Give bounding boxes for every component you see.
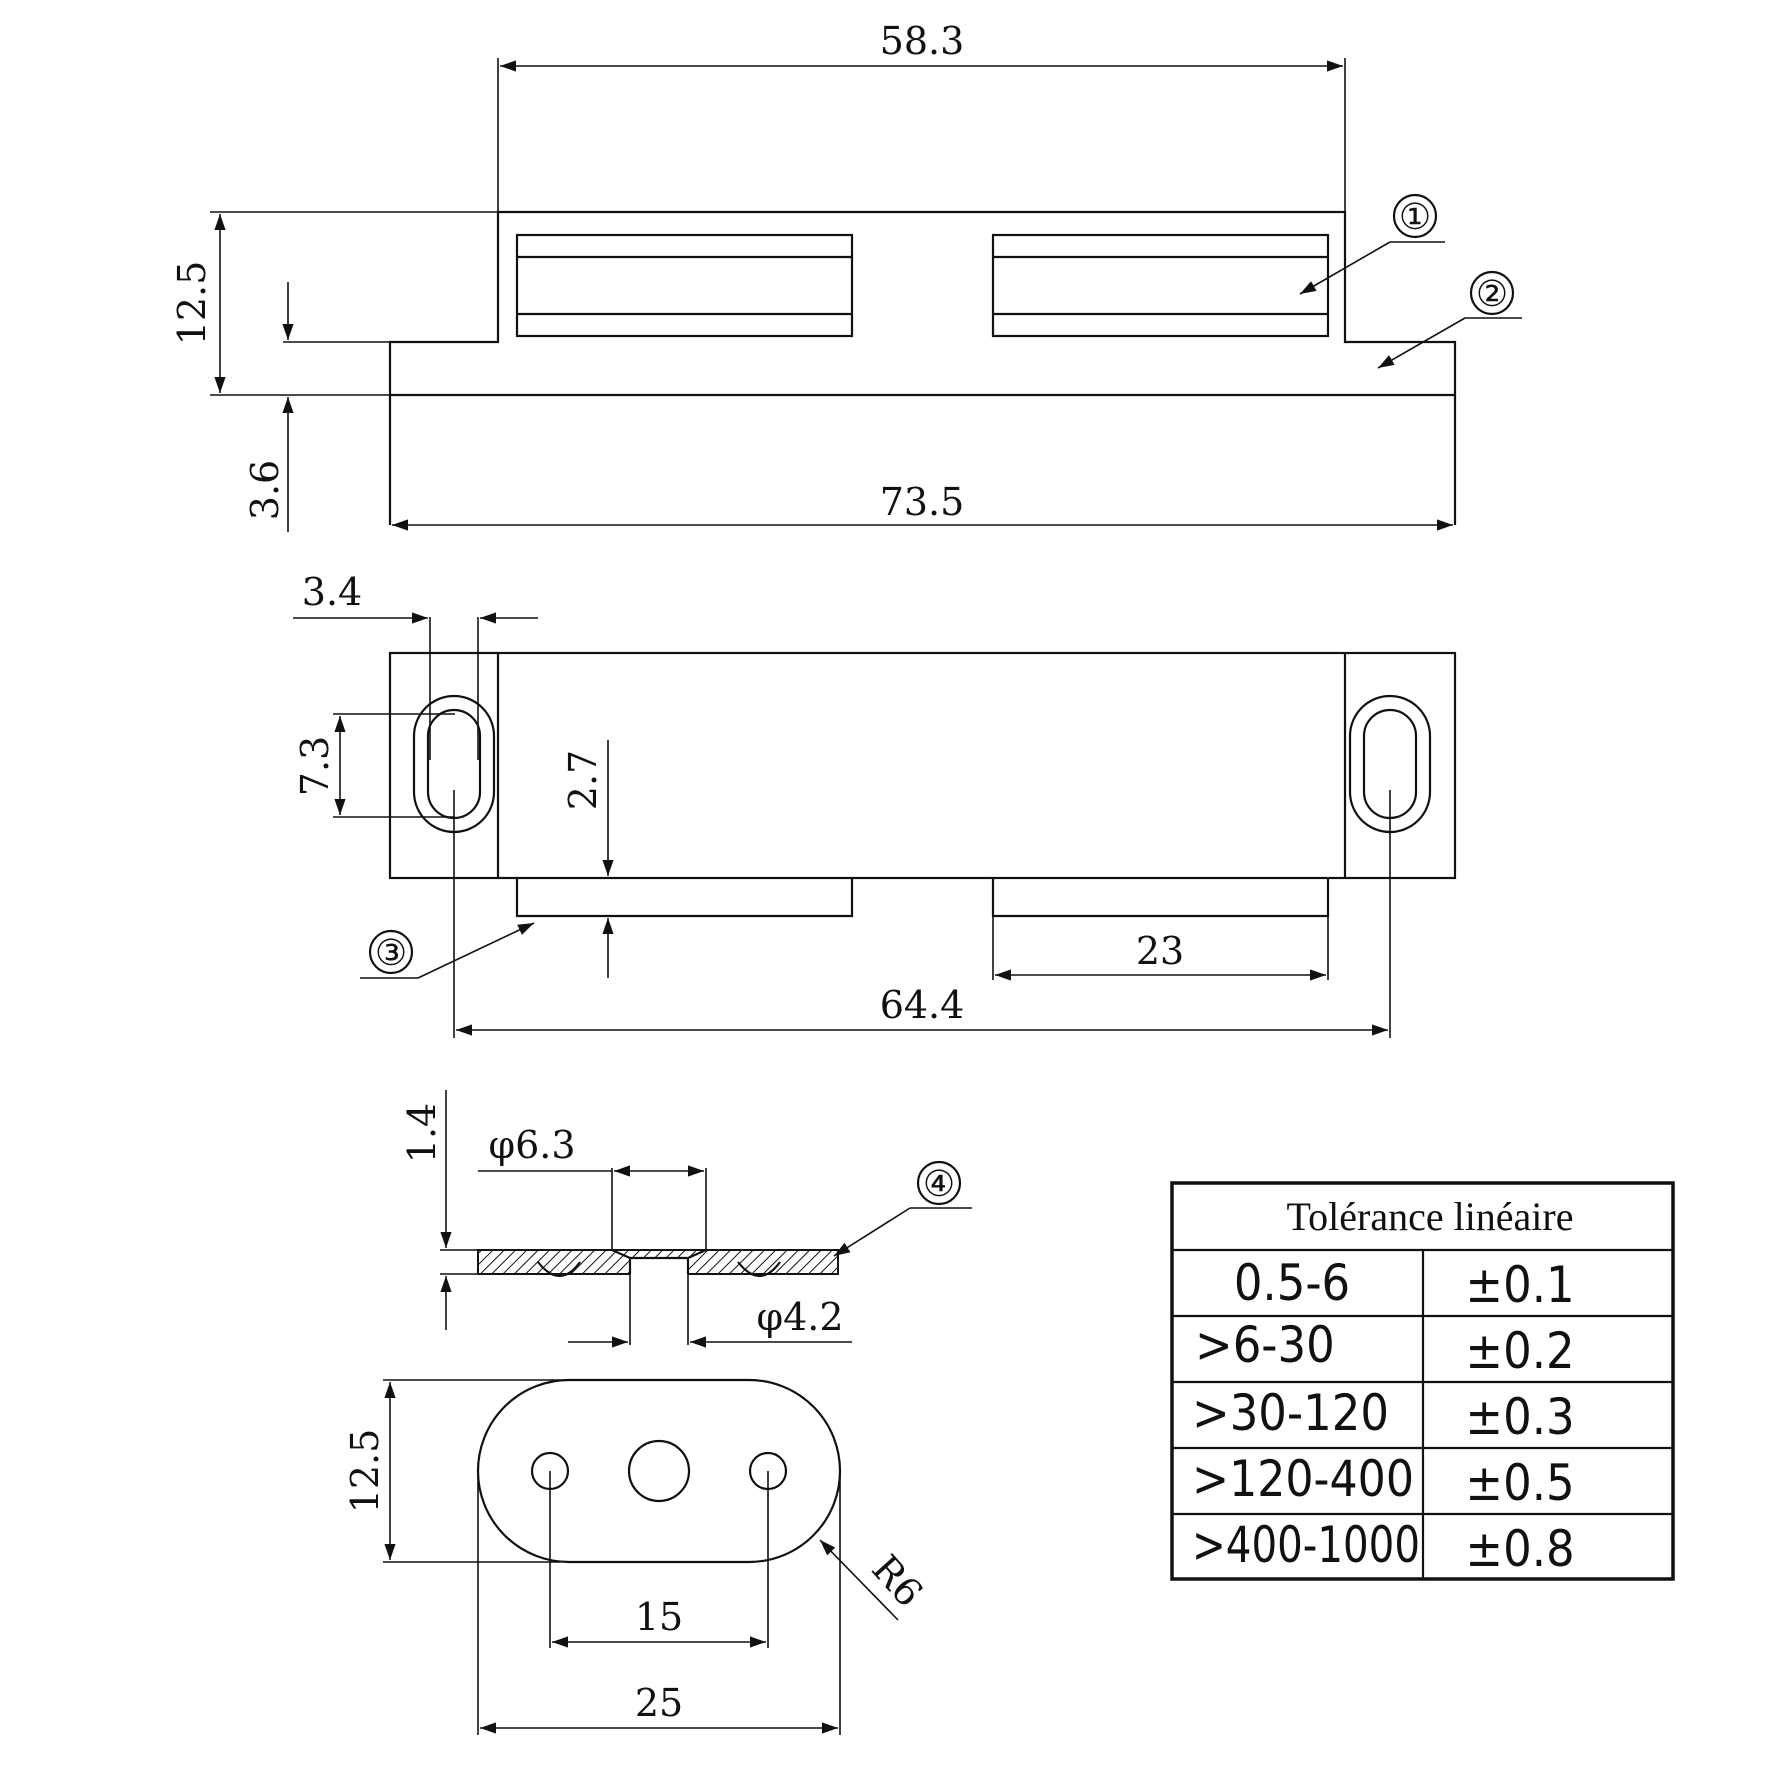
table-cell-tolerance: ±0.3 — [1465, 1388, 1574, 1446]
dim-plate-hole-spacing: 15 — [635, 1595, 683, 1639]
dim-top-width: 58.3 — [880, 19, 965, 63]
table-cell-tolerance: ±0.8 — [1465, 1520, 1574, 1578]
plate-plan: 12.5 15 25 R6 — [343, 1378, 931, 1735]
dim-magnet-length: 23 — [1136, 929, 1184, 973]
table-cell-range: >6-30 — [1195, 1316, 1335, 1374]
table-cell-range: >120-400 — [1192, 1450, 1414, 1508]
callout-4: ④ — [923, 1164, 955, 1205]
dim-plate-thickness: 1.4 — [400, 1103, 444, 1163]
tolerance-table: Tolérance linéaire 0.5-6 ±0.1 >6-30 ±0.2… — [1170, 1181, 1675, 1581]
side-view: 58.3 12.5 3.6 73.5 ① ② — [170, 19, 1522, 532]
dim-hole-spacing: 64.4 — [880, 983, 965, 1027]
table-cell-range: >400-1000 — [1192, 1516, 1420, 1574]
callout-2: ② — [1476, 274, 1508, 315]
table-cell-tolerance: ±0.1 — [1465, 1256, 1574, 1314]
table-title: Tolérance linéaire — [1286, 1194, 1573, 1239]
dim-base-thickness: 3.6 — [243, 460, 287, 520]
dim-overall-length: 73.5 — [880, 480, 965, 524]
callout-1: ① — [1399, 197, 1431, 238]
dim-plate-length: 25 — [635, 1681, 683, 1725]
table-cell-tolerance: ±0.2 — [1465, 1322, 1574, 1380]
dim-slot-width: 3.4 — [302, 570, 362, 614]
table-cell-range: >30-120 — [1192, 1384, 1389, 1442]
dim-hole-dia: φ4.2 — [756, 1295, 843, 1339]
table-cell-range: 0.5-6 — [1234, 1254, 1350, 1312]
callout-3: ③ — [375, 933, 407, 974]
dim-magnet-offset: 2.7 — [561, 750, 605, 810]
plan-view: 3.4 7.3 2.7 23 64.4 ③ — [293, 570, 1457, 1038]
dim-plate-height: 12.5 — [343, 1429, 387, 1514]
table-cell-tolerance: ±0.5 — [1465, 1454, 1574, 1512]
plate-section: 1.4 φ6.3 φ4.2 ④ — [400, 1090, 972, 1348]
dim-corner-radius: R6 — [863, 1547, 931, 1616]
dim-height: 12.5 — [170, 261, 214, 346]
dim-slot-length: 7.3 — [293, 736, 337, 796]
dim-counterbore-dia: φ6.3 — [488, 1123, 575, 1167]
